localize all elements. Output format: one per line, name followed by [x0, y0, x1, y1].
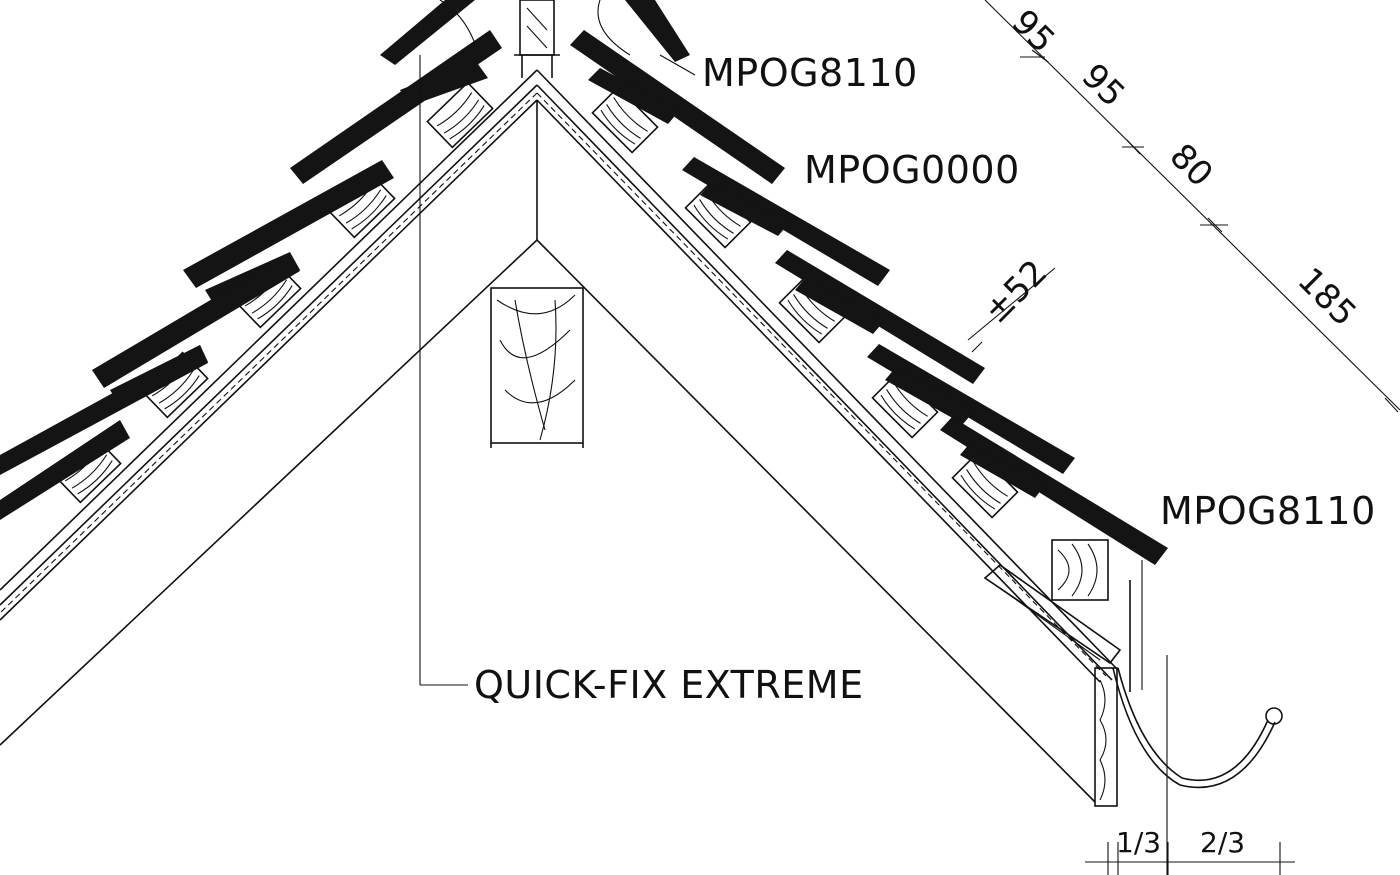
dimension-gauge-1: 95 [1004, 2, 1063, 61]
dimension-gauge-2: 95 [1074, 56, 1133, 115]
roof-tiles-left [0, 0, 502, 520]
fraction-left: 1/3 [1116, 826, 1161, 859]
gauge-dimension-line [984, 0, 1400, 413]
fraction-right: 2/3 [1200, 826, 1245, 859]
gutter-fraction-dimension [1085, 842, 1295, 875]
roof-tiles-right [570, 0, 1168, 565]
label-mpog8110-top: MPOG8110 [702, 51, 918, 95]
roof-structure [0, 69, 1119, 803]
dimension-headlap: ±52 [976, 252, 1055, 331]
dimension-gauge-4: 185 [1290, 260, 1364, 334]
gutter [1112, 655, 1283, 875]
headlap-dimension [967, 267, 1056, 353]
label-mpog0000: MPOG0000 [804, 148, 1020, 192]
eaves-fascia [983, 560, 1143, 807]
leader-lines [419, 54, 696, 686]
dimension-gauge-3: 80 [1162, 136, 1221, 195]
ridge-board [490, 287, 584, 448]
label-mpog8110-lower: MPOG8110 [1160, 489, 1376, 533]
label-quick-fix-extreme: QUICK-FIX EXTREME [474, 663, 864, 707]
